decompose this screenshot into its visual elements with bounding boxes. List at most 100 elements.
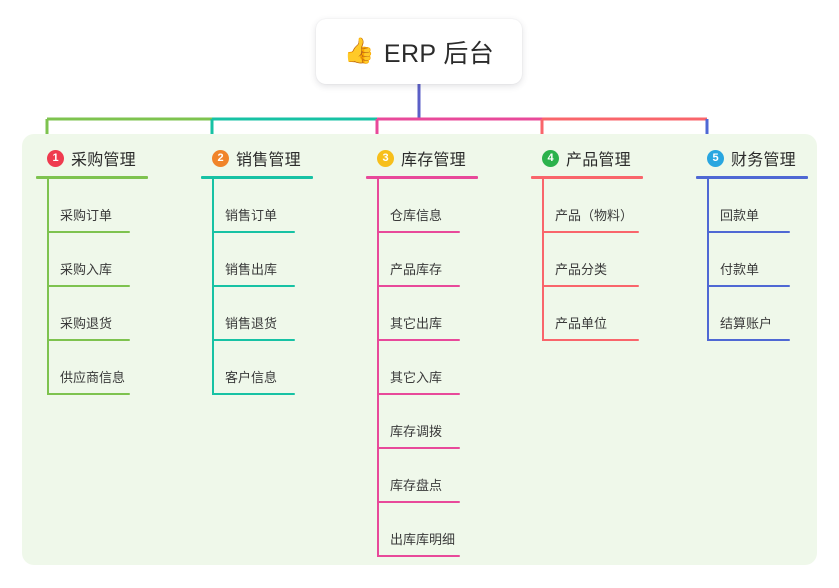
list-item-label: 产品库存 [390,262,443,277]
list-item-label: 其它出库 [390,316,443,331]
list-item-label: 付款单 [720,262,760,277]
column-title: 财务管理 [731,152,796,169]
list-item-label: 销售出库 [225,262,278,277]
list-item-label: 产品单位 [555,316,608,331]
list-item[interactable]: 产品库存 [366,233,516,287]
list-item-label: 客户信息 [225,370,278,385]
list-item-underline [377,393,460,395]
thumbs-up-icon: 👍 [343,37,375,65]
list-item[interactable]: 产品（物料） [531,179,681,233]
column-header-4[interactable]: 4 产品管理 [531,146,681,170]
list-item[interactable]: 供应商信息 [36,341,186,395]
column-spine [707,179,709,341]
list-item-label: 回款单 [720,208,760,223]
list-item-underline [212,231,295,233]
root-node-content: 👍 ERP 后台 [344,34,494,70]
column-badge-icon: 4 [542,149,559,167]
column-spine [377,179,379,557]
column-items: 回款单付款单结算账户 [696,179,839,341]
list-item-underline [542,231,639,233]
list-item[interactable]: 回款单 [696,179,839,233]
list-item-label: 采购退货 [60,316,113,331]
list-item[interactable]: 仓库信息 [366,179,516,233]
root-node-label: ERP 后台 [383,39,495,68]
list-item-label: 库存盘点 [390,478,443,493]
column-header-1[interactable]: 1 采购管理 [36,146,186,170]
root-node[interactable]: 👍 ERP 后台 [316,19,522,84]
column-header-2[interactable]: 2 销售管理 [201,146,351,170]
column-5: 5 财务管理回款单付款单结算账户 [696,146,839,341]
list-item-underline [377,231,460,233]
column-underline [36,176,148,179]
list-item-underline [212,339,295,341]
list-item-label: 产品分类 [555,262,608,277]
content-panel [22,134,817,565]
list-item[interactable]: 付款单 [696,233,839,287]
column-title: 产品管理 [566,152,631,169]
column-underline [366,176,478,179]
list-item-underline [212,393,295,395]
list-item-underline [377,339,460,341]
column-spine [47,179,49,395]
column-items: 销售订单销售出库销售退货客户信息 [201,179,351,395]
column-items: 仓库信息产品库存其它出库其它入库库存调拨库存盘点出库库明细 [366,179,516,557]
column-badge-icon: 1 [47,149,64,167]
column-badge-icon: 2 [212,149,229,167]
list-item-underline [212,285,295,287]
column-underline [531,176,643,179]
list-item-underline [47,285,130,287]
column-header-3[interactable]: 3 库存管理 [366,146,516,170]
column-title: 采购管理 [71,152,136,169]
column-badge-icon: 3 [377,149,394,167]
column-spine [542,179,544,341]
list-item[interactable]: 产品分类 [531,233,681,287]
list-item-label: 采购订单 [60,208,113,223]
column-underline [201,176,313,179]
list-item[interactable]: 采购退货 [36,287,186,341]
list-item[interactable]: 其它出库 [366,287,516,341]
list-item-underline [377,285,460,287]
column-1: 1 采购管理采购订单采购入库采购退货供应商信息 [36,146,186,395]
list-item-label: 销售订单 [225,208,278,223]
list-item[interactable]: 客户信息 [201,341,351,395]
list-item[interactable]: 库存调拨 [366,395,516,449]
column-3: 3 库存管理仓库信息产品库存其它出库其它入库库存调拨库存盘点出库库明细 [366,146,516,557]
column-items: 采购订单采购入库采购退货供应商信息 [36,179,186,395]
list-item[interactable]: 出库库明细 [366,503,516,557]
list-item-label: 仓库信息 [390,208,443,223]
list-item-underline [707,231,790,233]
list-item-underline [47,231,130,233]
list-item[interactable]: 产品单位 [531,287,681,341]
list-item[interactable]: 结算账户 [696,287,839,341]
column-title: 库存管理 [401,152,466,169]
list-item-label: 产品（物料） [555,208,634,223]
column-underline [696,176,808,179]
list-item[interactable]: 采购入库 [36,233,186,287]
list-item-underline [707,339,790,341]
list-item[interactable]: 销售订单 [201,179,351,233]
column-2: 2 销售管理销售订单销售出库销售退货客户信息 [201,146,351,395]
list-item[interactable]: 销售出库 [201,233,351,287]
list-item-label: 供应商信息 [60,370,126,385]
list-item-underline [542,285,639,287]
list-item[interactable]: 库存盘点 [366,449,516,503]
list-item[interactable]: 其它入库 [366,341,516,395]
column-badge-icon: 5 [707,149,724,167]
list-item-label: 销售退货 [225,316,278,331]
list-item-label: 结算账户 [720,316,773,331]
list-item-label: 其它入库 [390,370,443,385]
column-items: 产品（物料） 产品分类产品单位 [531,179,681,341]
list-item-underline [707,285,790,287]
list-item-underline [377,501,460,503]
list-item-underline [47,393,130,395]
column-title: 销售管理 [236,152,301,169]
list-item-underline [377,555,460,557]
list-item[interactable]: 采购订单 [36,179,186,233]
column-4: 4 产品管理产品（物料） 产品分类产品单位 [531,146,681,341]
column-header-5[interactable]: 5 财务管理 [696,146,839,170]
list-item-label: 出库库明细 [390,532,456,547]
list-item-underline [47,339,130,341]
list-item[interactable]: 销售退货 [201,287,351,341]
list-item-underline [377,447,460,449]
